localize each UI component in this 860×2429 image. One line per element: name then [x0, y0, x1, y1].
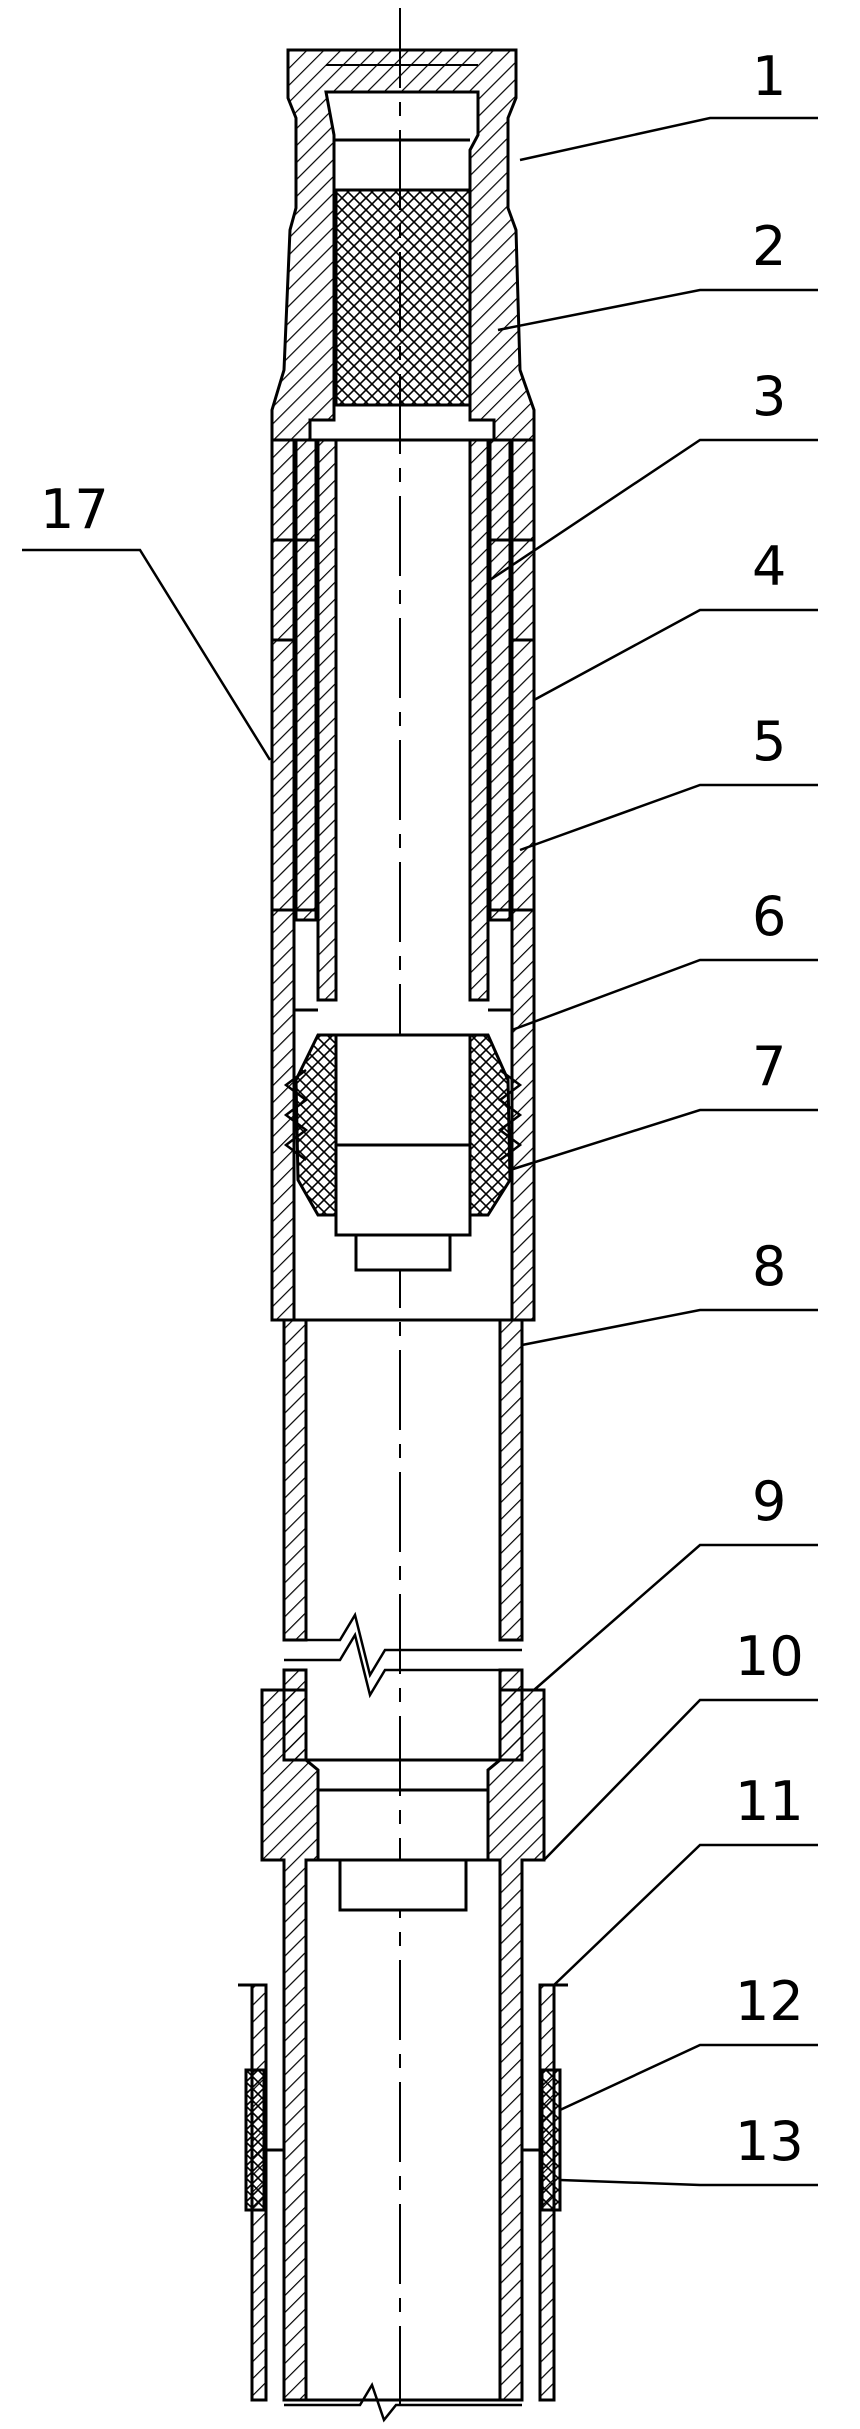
packer-element — [283, 1033, 523, 1272]
label-part-13: 13 — [735, 2110, 804, 2173]
label-part-3: 3 — [752, 365, 786, 428]
label-part-17: 17 — [40, 478, 109, 541]
top-coupling — [270, 48, 536, 442]
middle-pipe — [282, 1318, 524, 1642]
inner-tube — [316, 438, 490, 1002]
label-part-5: 5 — [752, 710, 786, 773]
leader-lines — [22, 116, 818, 2187]
label-part-4: 4 — [752, 535, 786, 598]
label-part-9: 9 — [752, 1470, 786, 1533]
part-labels: 1 2 3 4 5 6 7 8 9 10 11 12 13 17 — [40, 45, 804, 2173]
break-line — [284, 1611, 522, 1699]
lower-coupling — [260, 1668, 546, 2402]
bottom-break — [284, 2382, 522, 2423]
label-part-11: 11 — [735, 1770, 804, 1833]
label-part-6: 6 — [752, 885, 786, 948]
label-part-7: 7 — [752, 1035, 786, 1098]
inner-packing — [334, 188, 472, 407]
lower-housing — [270, 908, 536, 1322]
label-part-10: 10 — [735, 1625, 804, 1688]
slip-assembly — [238, 1983, 568, 2402]
label-part-2: 2 — [752, 215, 786, 278]
label-part-1: 1 — [752, 45, 786, 108]
outer-sleeve — [270, 438, 536, 922]
label-part-12: 12 — [735, 1970, 804, 2033]
label-part-8: 8 — [752, 1235, 786, 1298]
